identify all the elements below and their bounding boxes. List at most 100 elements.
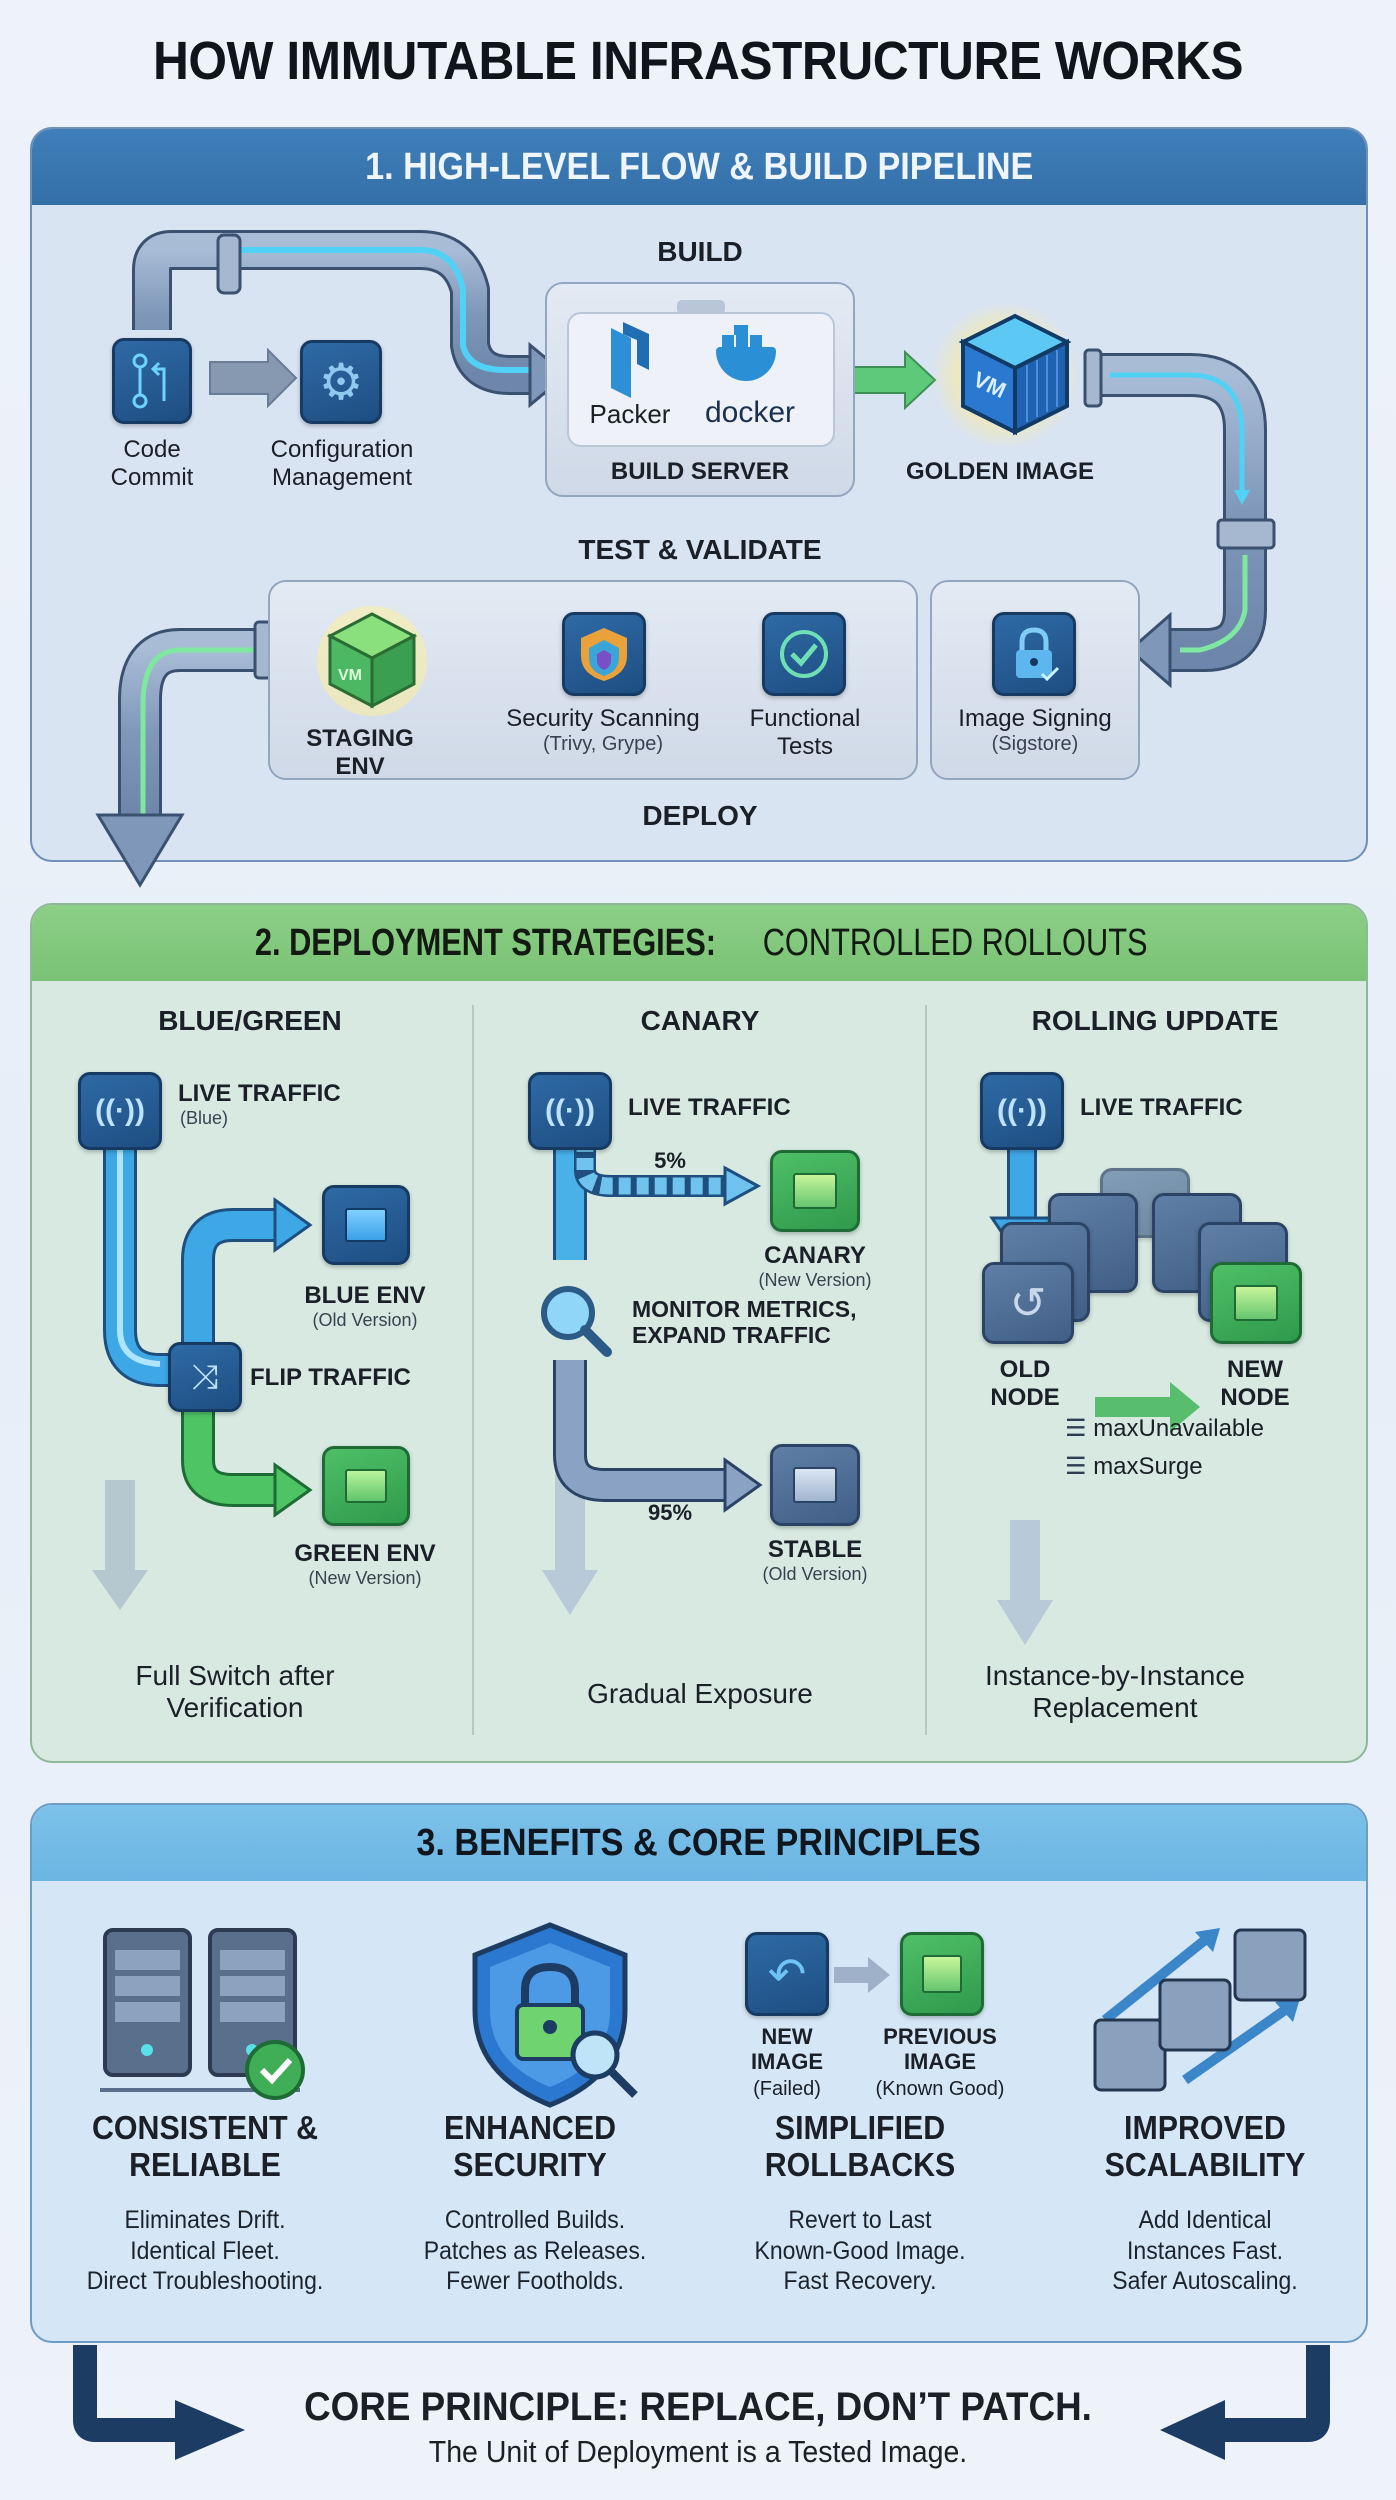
section-1-title: 1. HIGH-LEVEL FLOW & BUILD PIPELINE xyxy=(364,145,1034,188)
shuffle-icon: ⤨ xyxy=(191,1357,219,1396)
magnifier-icon xyxy=(541,1286,612,1357)
golden-image-vm-icon: VM xyxy=(958,313,1072,436)
old-node-tile: ↺ xyxy=(982,1262,1074,1344)
build-server-label: BUILD SERVER xyxy=(610,458,790,485)
config-management-tile: ⚙ xyxy=(300,340,382,424)
green-env-tile xyxy=(322,1446,410,1526)
shield-scan-icon xyxy=(581,628,627,681)
container-icon xyxy=(793,1173,837,1209)
functional-tests-tile xyxy=(762,612,846,696)
antenna-icon: ((·)) xyxy=(545,1094,595,1127)
column-divider xyxy=(925,1005,927,1735)
container-icon xyxy=(345,1208,387,1242)
canary-label: CANARY xyxy=(764,1242,866,1269)
refresh-icon: ↺ xyxy=(1009,1278,1047,1328)
blue-env-sub: (Old Version) xyxy=(312,1310,418,1330)
bg-caption: Full Switch after Verification xyxy=(135,1660,335,1724)
build-server-box xyxy=(545,282,855,497)
rollback-prev-sub: (Known Good) xyxy=(875,2078,1005,2100)
rolling-caption: Instance-by-Instance Replacement xyxy=(985,1660,1245,1724)
max-unavailable-param: ☰ maxUnavailable xyxy=(1065,1415,1305,1443)
page-title: HOW IMMUTABLE INFRASTRUCTURE WORKS xyxy=(152,31,1244,91)
container-icon xyxy=(922,1955,962,1993)
section-1-header: 1. HIGH-LEVEL FLOW & BUILD PIPELINE xyxy=(32,129,1366,205)
stable-tile xyxy=(770,1444,860,1526)
blue-env-tile xyxy=(322,1185,410,1265)
monitor-metrics-label: MONITOR METRICS, EXPAND TRAFFIC xyxy=(632,1296,857,1349)
new-image-undo-tile: ↶ xyxy=(745,1932,829,2016)
lock-check-icon xyxy=(1016,627,1060,682)
max-unavailable-label: maxUnavailable xyxy=(1093,1415,1264,1442)
deploy-stage-label: DEPLOY xyxy=(642,800,758,831)
image-signing-label: Image Signing xyxy=(958,705,1112,732)
code-commit-tile xyxy=(112,338,192,424)
packer-logo-icon xyxy=(611,322,649,398)
docker-logo-icon xyxy=(712,325,780,385)
rollback-new-label: NEW IMAGE xyxy=(750,2024,824,2075)
benefit-title: IMPROVED SCALABILITY xyxy=(1104,2109,1306,2183)
core-principle-title: CORE PRINCIPLE: REPLACE, DON’T PATCH. xyxy=(304,2385,1092,2429)
max-surge-param: ☰ maxSurge xyxy=(1065,1453,1305,1481)
section-3-header: 3. BENEFITS & CORE PRINCIPLES xyxy=(32,1805,1366,1881)
staging-vm-badge: VM xyxy=(338,667,362,684)
core-principle-subtitle: The Unit of Deployment is a Tested Image… xyxy=(428,2434,968,2469)
canary-pct-label: 5% xyxy=(654,1148,686,1173)
flip-traffic-label: FLIP TRAFFIC xyxy=(250,1364,411,1391)
green-env-label: GREEN ENV xyxy=(294,1540,436,1567)
checkmark-circle-icon xyxy=(780,630,828,678)
benefit-line: Revert to Last xyxy=(788,2206,932,2234)
benefit-line: Identical Fleet. xyxy=(130,2236,280,2265)
canary-live-traffic-label: LIVE TRAFFIC xyxy=(628,1094,791,1121)
antenna-icon: ((·)) xyxy=(95,1094,145,1127)
benefit-line: Controlled Builds. xyxy=(444,2206,626,2234)
section-3-title: 3. BENEFITS & CORE PRINCIPLES xyxy=(416,1821,982,1864)
functional-tests-label-1: Functional xyxy=(749,705,861,732)
canary-tile xyxy=(770,1150,860,1232)
strategy-flows xyxy=(92,1120,1200,1645)
git-branch-icon xyxy=(132,353,166,409)
benefit-line: Patches as Releases. xyxy=(423,2236,647,2265)
rolling-live-traffic-tile: ((·)) xyxy=(980,1072,1064,1150)
code-commit-label: Code Commit xyxy=(110,436,194,491)
canary-caption: Gradual Exposure xyxy=(587,1678,813,1709)
bg-live-traffic-sub: (Blue) xyxy=(180,1108,229,1128)
container-icon xyxy=(793,1467,837,1503)
core-principle-arrows xyxy=(73,2345,1330,2460)
stable-pct-label: 95% xyxy=(647,1500,693,1525)
benefit-line: Direct Troubleshooting. xyxy=(86,2267,324,2295)
security-scanning-label: Security Scanning xyxy=(506,705,700,732)
max-surge-label: maxSurge xyxy=(1093,1453,1203,1480)
golden-image-label: GOLDEN IMAGE xyxy=(905,458,1094,485)
gear-icon: ⚙ xyxy=(318,354,364,410)
section-2-title-thin: CONTROLLED ROLLOUTS xyxy=(762,921,1148,964)
benefit-desc: Controlled Builds. Patches as Releases. … xyxy=(402,2205,669,2297)
blue-env-label: BLUE ENV xyxy=(304,1282,426,1309)
security-tools-label: (Trivy, Grype) xyxy=(543,733,663,755)
shield-lock-icon xyxy=(472,1922,638,2108)
build-stage-label: BUILD xyxy=(657,236,743,267)
staging-env-label: STAGING ENV xyxy=(306,725,414,780)
benefit-line: Instances Fast. xyxy=(1127,2236,1283,2265)
benefit-desc: Add Identical Instances Fast. Safer Auto… xyxy=(1076,2205,1334,2297)
benefit-line: Add Identical xyxy=(1138,2206,1272,2234)
new-node-label: NEW NODE xyxy=(1220,1356,1290,1411)
section-2-header: 2. DEPLOYMENT STRATEGIES: CONTROLLED ROL… xyxy=(32,905,1366,981)
docker-label: docker xyxy=(704,396,796,429)
benefit-line: Known-Good Image. xyxy=(754,2236,966,2265)
benefit-line: Safer Autoscaling. xyxy=(1112,2267,1298,2295)
image-signing-tile xyxy=(992,612,1076,696)
stable-sub: (Old Version) xyxy=(762,1564,868,1584)
config-management-label: Configuration Management xyxy=(270,436,414,491)
benefit-title: CONSISTENT & RELIABLE xyxy=(91,2109,319,2183)
security-scanning-tile xyxy=(562,612,646,696)
undo-arrow-icon: ↶ xyxy=(767,1948,807,2000)
stable-label: STABLE xyxy=(767,1536,863,1563)
previous-image-tile xyxy=(900,1932,984,2016)
old-node-label: OLD NODE xyxy=(990,1356,1060,1411)
staging-env-vm-icon: VM xyxy=(317,606,427,716)
rolling-update-title: ROLLING UPDATE xyxy=(1031,1005,1279,1036)
benefit-desc: Eliminates Drift. Identical Fleet. Direc… xyxy=(53,2205,357,2297)
section-2-title-bold: 2. DEPLOYMENT STRATEGIES: xyxy=(254,921,716,964)
canary-title: CANARY xyxy=(640,1005,760,1036)
test-validate-label: TEST & VALIDATE xyxy=(578,534,822,565)
